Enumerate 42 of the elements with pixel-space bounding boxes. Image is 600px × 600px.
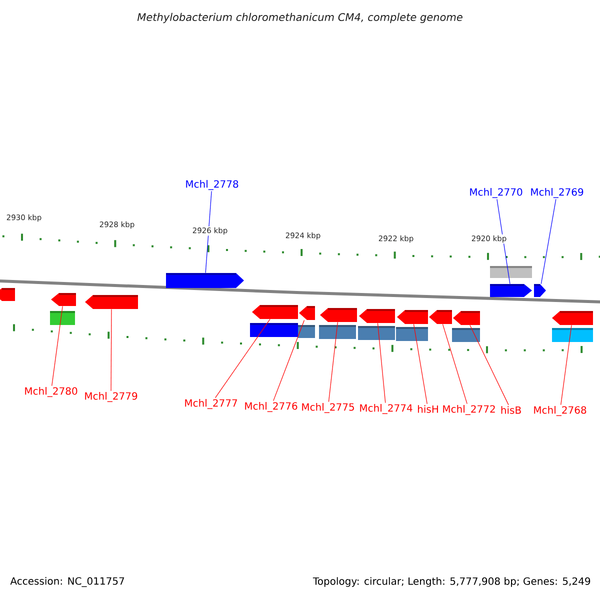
leader-line xyxy=(496,198,510,284)
gene-label: Mchl_2770 xyxy=(470,188,522,198)
gene-label: Mchl_2775 xyxy=(302,403,354,413)
gene-bar xyxy=(490,284,532,297)
title: Methylobacterium chloromethanicum CM4, complete genome xyxy=(137,12,462,24)
gene-label: Mchl_2768 xyxy=(534,406,586,416)
gene-label: Mchl_2780 xyxy=(25,387,78,397)
gene-label: Mchl_2772 xyxy=(443,405,495,415)
gene-bar xyxy=(534,284,546,297)
leader-line xyxy=(413,324,428,404)
gene-bar xyxy=(166,273,244,288)
leader-line xyxy=(205,190,212,274)
leader-line xyxy=(328,322,338,402)
leader-line xyxy=(470,324,509,406)
gene-bar xyxy=(397,310,428,324)
gene-label: Mchl_2774 xyxy=(360,404,412,414)
leader-line xyxy=(110,308,112,392)
genome-info-text: Topology: circular; Length: 5,777,908 bp; Genes: 5,249 xyxy=(312,577,590,587)
gene-bar xyxy=(429,310,452,324)
gene-bar xyxy=(552,311,593,325)
gene-label: Mchl_2769 xyxy=(531,188,584,198)
leader-line xyxy=(560,324,572,406)
leader-line xyxy=(442,324,468,404)
gene-label: hisB xyxy=(501,406,521,414)
leader-line xyxy=(377,322,386,404)
leader-line xyxy=(273,320,305,402)
leader-line xyxy=(52,306,63,386)
gene-bar xyxy=(0,288,15,301)
gene-label: Mchl_2777 xyxy=(185,399,237,409)
gene-bar xyxy=(51,293,76,306)
gene-label: hisH xyxy=(418,405,438,413)
gene-label: Mchl_2776 xyxy=(245,402,298,412)
gene-bar xyxy=(453,311,480,325)
gene-label: Mchl_2778 xyxy=(186,180,238,190)
leader-line xyxy=(215,318,270,398)
accession-text: Accession: NC_011757 xyxy=(10,577,124,587)
gene-label: Mchl_2779 xyxy=(85,392,138,402)
gene-bar xyxy=(320,308,357,322)
gene-bar xyxy=(85,295,138,309)
leader-line xyxy=(540,198,556,284)
gene-bar xyxy=(359,309,395,323)
gene-bar xyxy=(299,306,315,320)
